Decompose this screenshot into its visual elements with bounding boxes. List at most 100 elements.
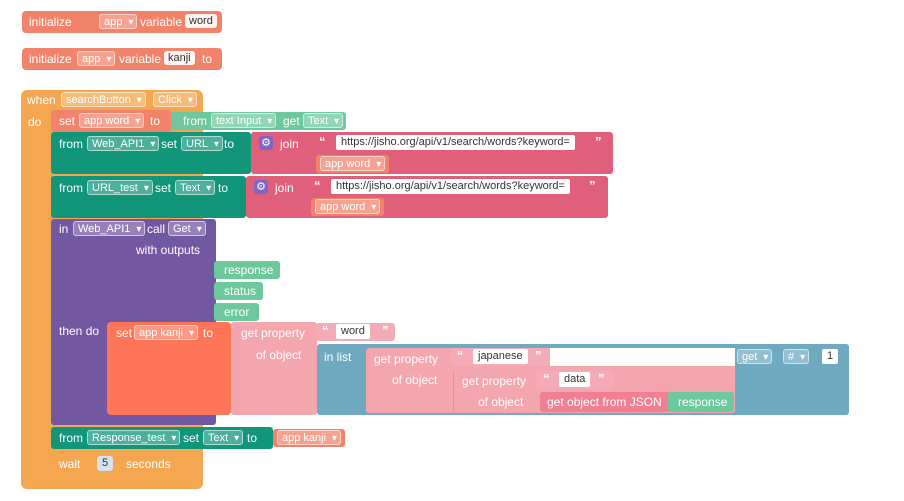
- component-dropdown[interactable]: Response_test: [87, 430, 181, 446]
- index-field[interactable]: 1: [822, 349, 839, 364]
- of-object-label: of object: [478, 395, 524, 409]
- get-word-block[interactable]: app word: [311, 198, 384, 216]
- from-keyword: from: [183, 114, 207, 128]
- open-quote-icon: “: [457, 348, 464, 363]
- component-dropdown[interactable]: text Input: [211, 113, 277, 129]
- json-label: get object from JSON: [547, 395, 662, 409]
- output-label: status: [224, 284, 257, 298]
- property-dropdown[interactable]: Text: [203, 430, 244, 446]
- set-keyword: set: [161, 137, 178, 151]
- close-quote-icon: ”: [589, 178, 596, 193]
- from-keyword: from: [59, 181, 83, 195]
- get-word-block[interactable]: app word: [316, 155, 389, 173]
- set-url-block[interactable]: from Web_API1 set URL to: [51, 132, 251, 174]
- output-label: error: [224, 305, 250, 319]
- of-object-label: of object: [392, 373, 438, 387]
- key-text-field[interactable]: data: [559, 372, 591, 387]
- key-string-block[interactable]: “ data ”: [537, 371, 614, 389]
- when-keyword: when: [27, 93, 56, 107]
- variable-keyword: variable: [140, 15, 183, 29]
- get-property-word-block[interactable]: get property of object: [231, 322, 317, 415]
- open-quote-icon: “: [319, 134, 326, 149]
- variable-name-field[interactable]: kanji: [164, 51, 195, 65]
- output-error[interactable]: error: [214, 303, 259, 321]
- from-keyword: from: [59, 431, 83, 445]
- of-object-label: of object: [256, 348, 302, 362]
- mutator-gear-icon[interactable]: ⚙: [259, 136, 273, 150]
- key-text-field[interactable]: word: [336, 324, 370, 339]
- init-kanji-block[interactable]: initialize app variable kanji to: [22, 48, 222, 70]
- url-string-block[interactable]: “ https://jisho.org/api/v1/search/words?…: [307, 177, 608, 196]
- do-keyword: do: [28, 115, 42, 129]
- from-keyword: from: [59, 137, 83, 151]
- set-text-block[interactable]: from URL_test set Text to: [51, 176, 246, 218]
- seconds-label: seconds: [126, 457, 171, 471]
- close-quote-icon: ”: [595, 134, 602, 149]
- set-keyword: set: [59, 114, 76, 128]
- open-quote-icon: “: [543, 371, 550, 386]
- method-dropdown[interactable]: Get: [168, 221, 206, 237]
- get-object-from-json-block[interactable]: get object from JSON: [540, 392, 670, 412]
- get-kanji-block[interactable]: app kanji: [273, 429, 345, 447]
- key-text-field[interactable]: japanese: [473, 349, 528, 364]
- to-keyword: to: [224, 137, 235, 151]
- to-keyword: to: [223, 15, 234, 29]
- property-dropdown[interactable]: Text: [175, 180, 216, 196]
- set-word-block[interactable]: set app word to: [51, 110, 171, 132]
- variable-dropdown[interactable]: app word: [315, 199, 381, 215]
- key-string-block[interactable]: “ japanese ”: [451, 348, 550, 366]
- response-label: response: [678, 395, 728, 409]
- in-list-label: in list: [324, 350, 352, 364]
- init-word-block[interactable]: initialize app variable word to: [22, 11, 233, 33]
- output-response[interactable]: response: [214, 261, 280, 279]
- key-string-block[interactable]: “ word ”: [316, 323, 395, 341]
- index-type-dropdown[interactable]: #: [783, 349, 810, 365]
- variable-name-field[interactable]: word: [185, 14, 217, 28]
- get-response-block[interactable]: response: [668, 392, 734, 412]
- to-keyword: to: [203, 326, 214, 340]
- target-dropdown[interactable]: app kanji: [134, 325, 199, 341]
- join-keyword: join: [280, 137, 299, 151]
- set-kanji-block[interactable]: set app kanji to: [107, 322, 231, 415]
- wait-value-field[interactable]: 5: [97, 456, 114, 471]
- url-string-block[interactable]: “ https://jisho.org/api/v1/search/words?…: [312, 133, 613, 152]
- to-keyword: to: [218, 181, 229, 195]
- variable-dropdown[interactable]: app word: [320, 156, 386, 172]
- to-keyword: to: [247, 431, 258, 445]
- component-dropdown[interactable]: URL_test: [87, 180, 153, 196]
- scope-dropdown[interactable]: app: [99, 14, 138, 30]
- wait-block[interactable]: wait 5 seconds: [51, 451, 179, 476]
- variable-keyword: variable: [119, 52, 162, 66]
- init-keyword: initialize: [29, 15, 72, 29]
- url-text-field[interactable]: https://jisho.org/api/v1/search/words?ke…: [336, 135, 575, 150]
- property-dropdown[interactable]: URL: [181, 136, 224, 152]
- set-keyword: set: [116, 326, 133, 340]
- get-dropdown[interactable]: get: [737, 349, 773, 365]
- close-quote-icon: ”: [382, 323, 389, 338]
- mutator-gear-icon[interactable]: ⚙: [254, 180, 268, 194]
- target-dropdown[interactable]: app word: [79, 113, 145, 129]
- output-status[interactable]: status: [214, 282, 263, 300]
- set-response-text-block[interactable]: from Response_test set Text to: [51, 427, 273, 449]
- get-property-label: get property: [374, 352, 439, 366]
- get-property-label: get property: [241, 326, 306, 340]
- event-dropdown[interactable]: Click: [153, 92, 197, 108]
- init-keyword: initialize: [29, 52, 72, 66]
- scope-dropdown[interactable]: app: [77, 51, 116, 67]
- component-dropdown[interactable]: Web_API1: [73, 221, 146, 237]
- with-outputs-label: with outputs: [136, 243, 201, 257]
- component-dropdown[interactable]: Web_API1: [87, 136, 160, 152]
- url-text-field[interactable]: https://jisho.org/api/v1/search/words?ke…: [331, 179, 570, 194]
- component-dropdown[interactable]: searchButton: [61, 92, 146, 108]
- output-label: response: [224, 263, 274, 277]
- join-keyword: join: [275, 181, 294, 195]
- text-input-getter-block[interactable]: from text Input get Text: [171, 112, 346, 130]
- call-keyword: call: [147, 222, 166, 236]
- value-slot: [550, 348, 735, 366]
- property-dropdown[interactable]: Text: [303, 113, 344, 129]
- variable-dropdown[interactable]: app kanji: [277, 430, 342, 446]
- close-quote-icon: ”: [535, 348, 542, 363]
- get-property-label: get property: [462, 374, 527, 388]
- open-quote-icon: “: [322, 323, 329, 338]
- then-do-label: then do: [59, 324, 100, 338]
